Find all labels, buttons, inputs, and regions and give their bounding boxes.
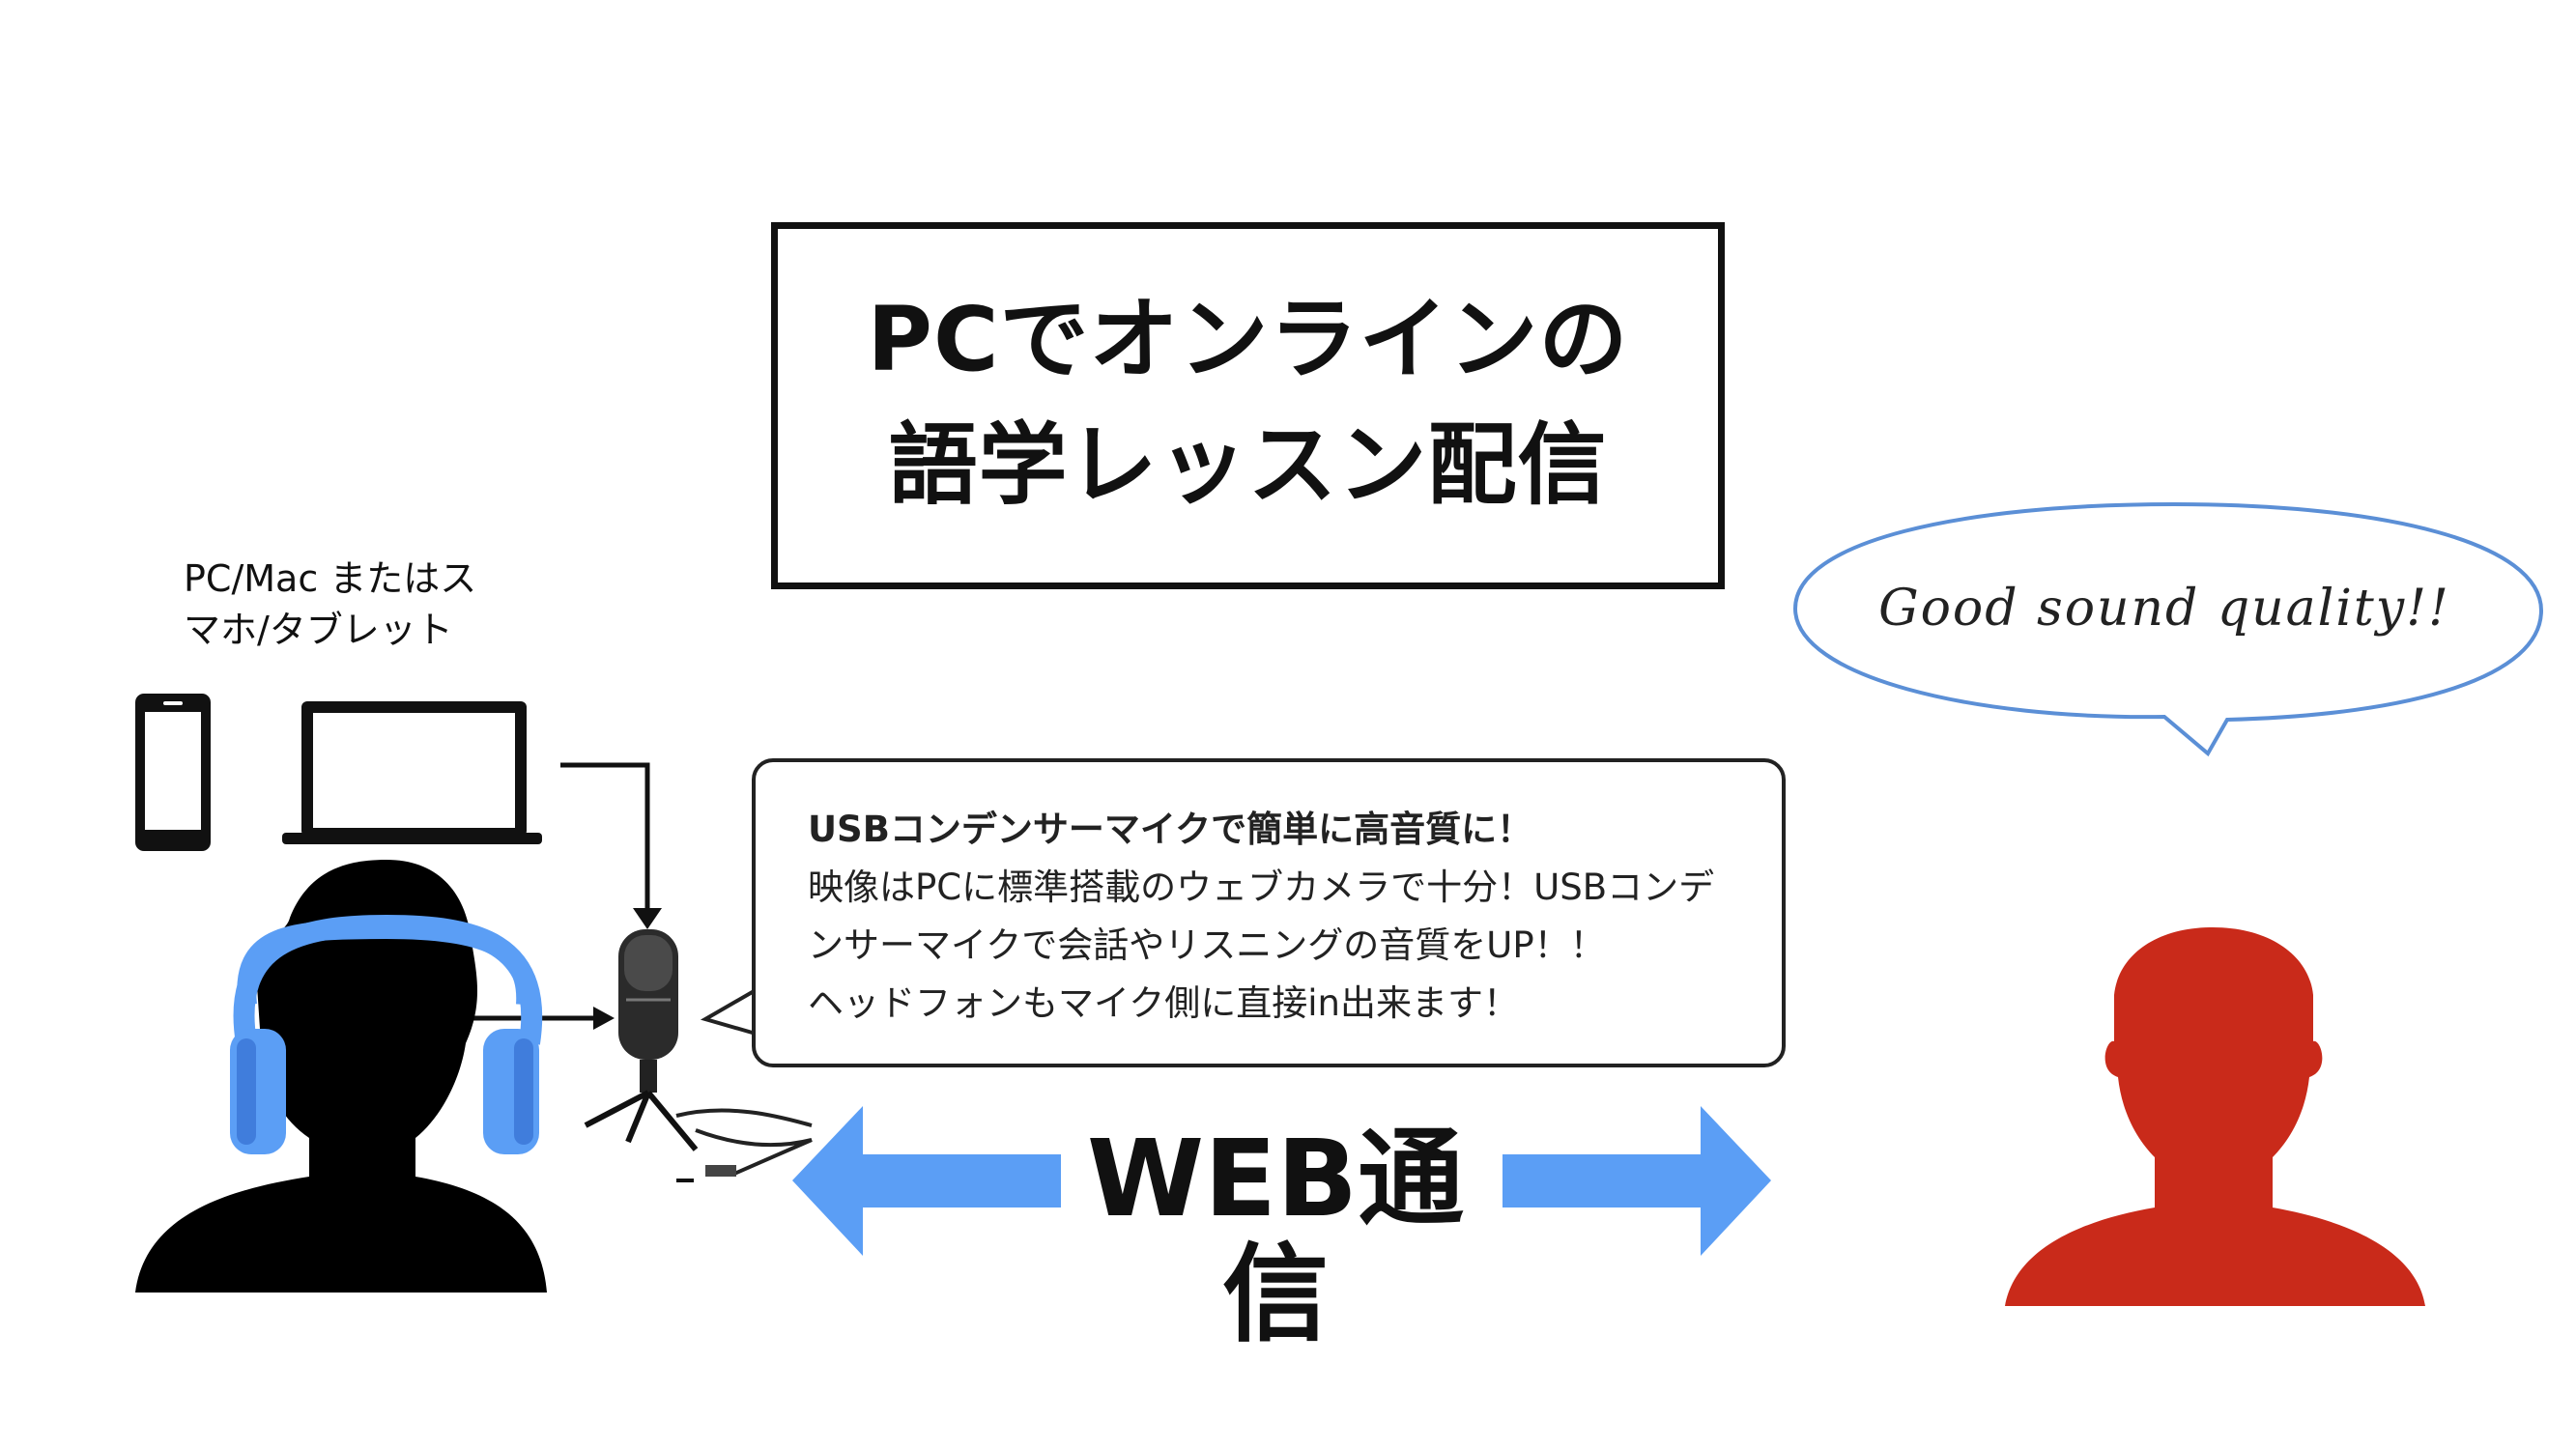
student-silhouette <box>2005 927 2425 1306</box>
web-connection-arrow <box>792 1106 1771 1256</box>
info-box: USBコンデンサーマイクで簡単に高音質に！ 映像はPCに標準搭載のウェブカメラで… <box>752 758 1786 1067</box>
info-body-line-3: ヘッドフォンもマイク側に直接in出来ます！ <box>808 982 1519 1024</box>
title-line-2: 語学レッスン配信 <box>888 413 1608 517</box>
info-headline: USBコンデンサーマイクで簡単に高音質に！ <box>808 809 1533 850</box>
device-caption-line-1: PC/Mac またはス <box>184 557 477 600</box>
device-caption-line-2: マホ/タブレット <box>184 609 453 651</box>
title-box: PCでオンラインの 語学レッスン配信 <box>771 222 1725 589</box>
speech-bubble-text: Good sound quality!! <box>1878 580 2450 638</box>
info-body-line-1: 映像はPCに標準搭載のウェブカメラで十分！USBコンデ <box>808 867 1715 908</box>
quality-speech-bubble <box>1792 501 2544 757</box>
title-line-1: PCでオンラインの <box>867 288 1629 391</box>
headphones-icon <box>230 914 543 1154</box>
usb-microphone-icon <box>584 929 813 1182</box>
smartphone-icon <box>135 694 211 851</box>
laptop-icon <box>282 701 542 844</box>
info-box-tail <box>700 988 757 1036</box>
info-body-line-2: ンサーマイクで会話やリスニングの音質をUP！！ <box>808 924 1606 966</box>
web-connection-label: WEB通信 <box>1086 1117 1465 1356</box>
teacher-silhouette <box>135 860 547 1293</box>
laptop-to-mic-arrow <box>560 762 662 929</box>
